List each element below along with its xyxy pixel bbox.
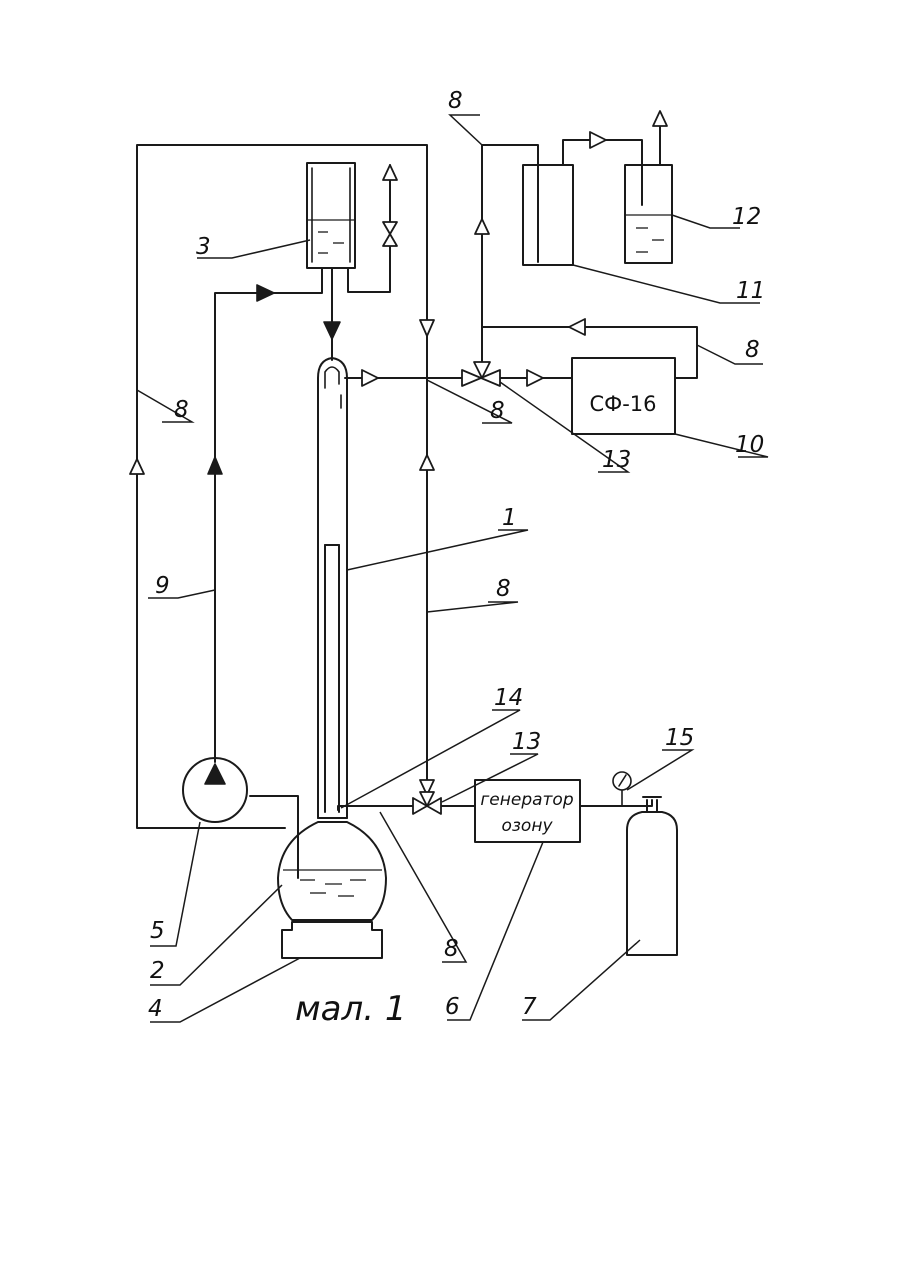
three-way-valve-top-icon xyxy=(462,362,500,386)
pipelines xyxy=(137,125,697,878)
pipeline-9-pump xyxy=(215,268,322,762)
flow-arrows xyxy=(130,111,667,795)
vent-valve-icon xyxy=(383,222,397,246)
ozone-generator: генератор озону xyxy=(475,780,580,842)
arrow-up-icon xyxy=(383,165,397,180)
circulation-pump xyxy=(183,758,247,822)
callout-8: 8 xyxy=(448,88,463,114)
arrow-right-icon xyxy=(362,370,378,386)
callout-4: 4 xyxy=(148,996,163,1022)
callout-5: 5 xyxy=(150,918,165,944)
gas-cylinder xyxy=(627,797,677,955)
reaction-column xyxy=(318,358,347,818)
arrow-up-icon xyxy=(653,111,667,126)
three-way-valve-bottom-icon xyxy=(413,792,441,814)
flask-to-pump-line xyxy=(250,796,298,878)
callout-1: 1 xyxy=(502,505,517,531)
reaction-flask xyxy=(278,822,386,920)
arrow-down-filled-icon xyxy=(324,322,340,339)
ozone-inlet-line xyxy=(338,806,414,810)
arrow-up-icon xyxy=(475,219,489,234)
arrow-right-filled-icon xyxy=(257,285,274,301)
ozone-generator-label-line2: озону xyxy=(501,816,553,836)
callout-3: 3 xyxy=(196,234,211,260)
ozone-generator-label-line1: генератор xyxy=(480,790,573,810)
absorber-vessel xyxy=(523,165,573,265)
spectrophotometer: СФ-16 xyxy=(572,358,675,434)
valve-to-absorber-line xyxy=(482,145,538,368)
arrow-down-icon xyxy=(420,320,434,336)
arrow-left-icon xyxy=(569,319,585,335)
callout-15: 15 xyxy=(665,725,694,751)
arrow-up-icon xyxy=(130,459,144,474)
callout-7: 7 xyxy=(522,994,537,1020)
callout-12: 12 xyxy=(732,204,761,230)
callout-13: 13 xyxy=(602,447,631,473)
callout-14: 14 xyxy=(494,685,523,711)
leader-lines xyxy=(137,115,768,1022)
callout-8: 8 xyxy=(174,397,189,423)
arrow-up-icon xyxy=(420,455,434,470)
generator-to-cylinder-line xyxy=(580,800,652,806)
arrow-up-filled-icon xyxy=(208,457,222,474)
callout-11: 11 xyxy=(736,278,765,304)
figure-caption: мал. 1 xyxy=(295,989,406,1029)
trap-vessel xyxy=(625,165,672,263)
callout-8: 8 xyxy=(745,337,760,363)
callout-13: 13 xyxy=(512,729,541,755)
arrow-right-icon xyxy=(590,132,606,148)
callout-8: 8 xyxy=(444,936,459,962)
callout-6: 6 xyxy=(445,994,460,1020)
dropping-funnel xyxy=(307,163,355,268)
callout-2: 2 xyxy=(150,958,165,984)
callout-9: 9 xyxy=(155,573,170,599)
callout-10: 10 xyxy=(735,432,764,458)
spectro-return-line xyxy=(482,327,697,378)
arrow-right-icon xyxy=(527,370,543,386)
callout-8: 8 xyxy=(490,398,505,424)
callout-8: 8 xyxy=(496,576,511,602)
equipment: СФ-16 генератор озону xyxy=(183,163,677,958)
heater-base xyxy=(282,922,382,958)
pipeline-8-outer-loop xyxy=(137,145,427,828)
spectrophotometer-label: СФ-16 xyxy=(589,392,656,416)
absorber-to-trap-line xyxy=(563,140,642,205)
